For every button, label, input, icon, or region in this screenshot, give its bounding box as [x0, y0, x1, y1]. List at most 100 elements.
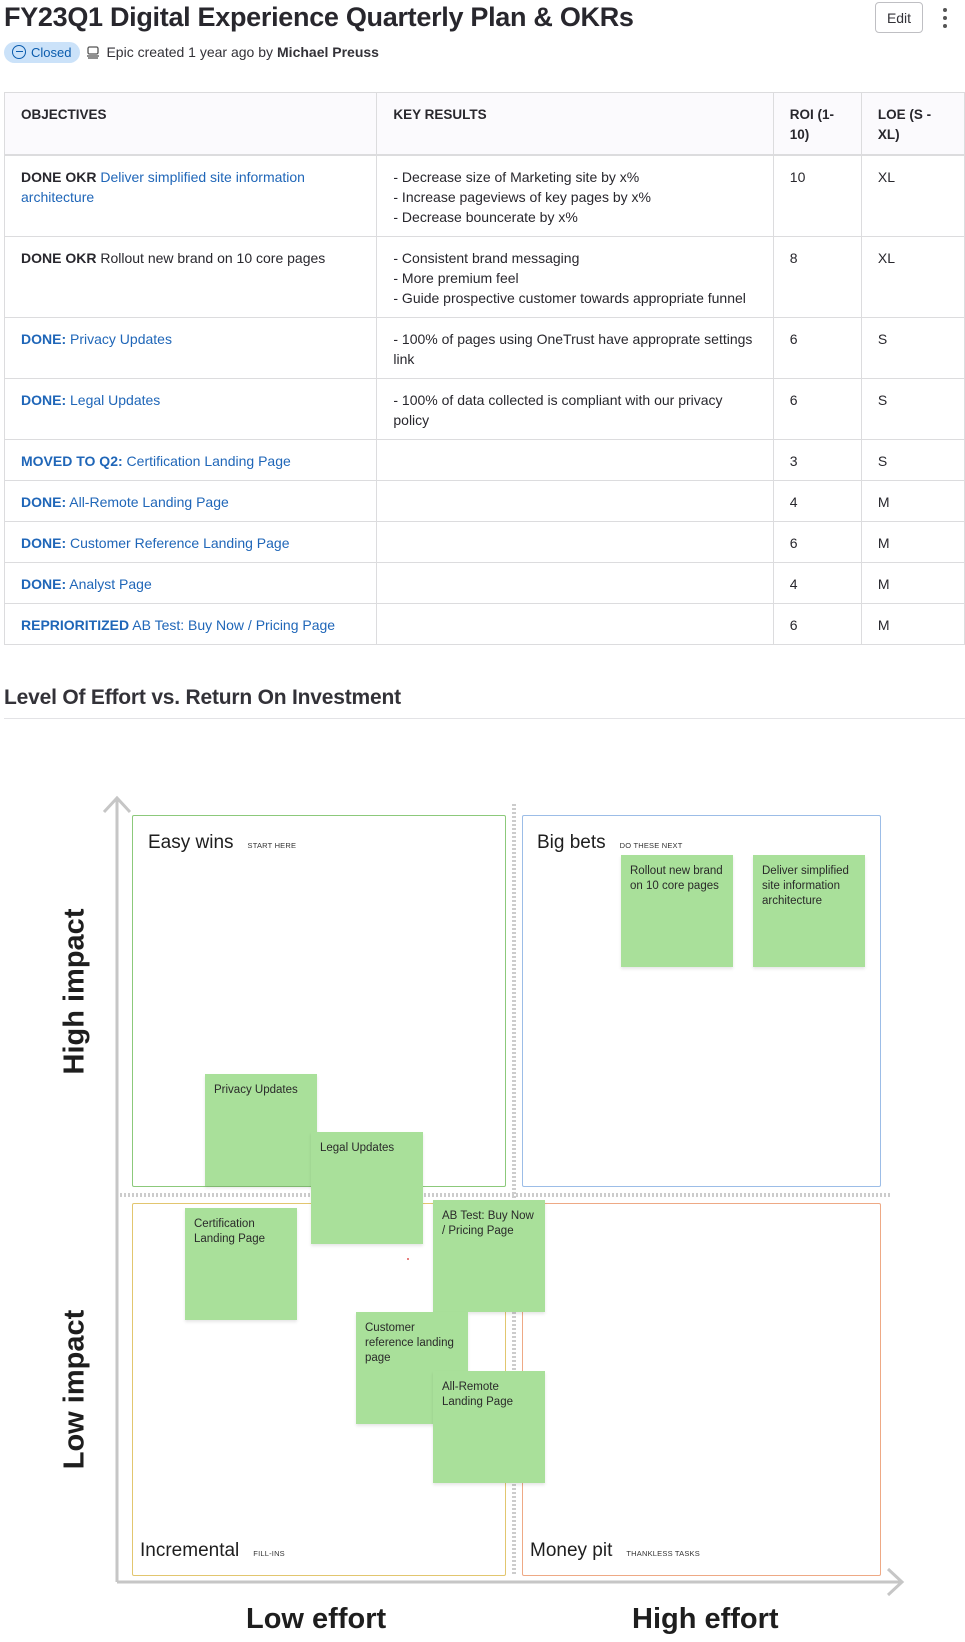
key-results-cell: - Consistent brand messaging - More prem… [376, 236, 774, 318]
x-axis-label-low: Low effort [246, 1603, 387, 1635]
objective-link[interactable]: AB Test: Buy Now / Pricing Page [132, 617, 336, 633]
loe-cell: XL [860, 154, 965, 237]
loe-cell: M [860, 562, 965, 604]
key-results-cell: - 100% of data collected is compliant wi… [376, 378, 774, 440]
column-header-key-results: KEY RESULTS [376, 92, 774, 156]
status-prefix[interactable]: REPRIORITIZED [21, 617, 130, 633]
quadrant-tag: THANKLESS TASKS [626, 1549, 700, 1558]
objective-cell: DONE OKR Deliver simplified site informa… [3, 154, 378, 237]
page-title: FY23Q1 Digital Experience Quarterly Plan… [4, 2, 634, 32]
status-label: Closed [31, 44, 72, 60]
sticky-simplified-ia[interactable]: Deliver simplified site information arch… [753, 855, 865, 967]
quadrant-tag: DO THESE NEXT [619, 841, 683, 850]
status-prefix[interactable]: MOVED TO Q2: [21, 453, 123, 469]
table-row: DONE: Legal Updates - 100% of data colle… [3, 378, 965, 440]
objective-cell: DONE OKR Rollout new brand on 10 core pa… [3, 236, 378, 318]
status-prefix[interactable]: DONE: [21, 331, 67, 347]
quadrant-name: Incremental [140, 1540, 240, 1561]
key-results-cell: - 100% of pages using OneTrust have appr… [376, 317, 774, 379]
quadrant-name: Money pit [530, 1540, 613, 1561]
loe-cell: S [860, 439, 965, 481]
table-row: REPRIORITIZED AB Test: Buy Now / Pricing… [3, 603, 965, 645]
roi-cell: 6 [772, 603, 862, 645]
quadrant-label-incremental: Incremental FILL-INS [140, 1540, 285, 1562]
key-result: - Increase pageviews of key pages by x% [393, 189, 651, 205]
author-link[interactable]: Michael Preuss [277, 44, 379, 60]
effort-impact-matrix: Easy wins START HERE Big bets DO THESE N… [0, 770, 965, 1642]
quadrant-big-bets [522, 815, 881, 1187]
sticky-rollout-brand[interactable]: Rollout new brand on 10 core pages [621, 855, 733, 967]
objective-cell: DONE: Legal Updates [3, 378, 378, 440]
epic-icon [87, 46, 100, 59]
quadrant-money-pit [522, 1203, 881, 1576]
more-actions-kebab-icon[interactable] [938, 6, 952, 30]
objective-cell: REPRIORITIZED AB Test: Buy Now / Pricing… [3, 603, 378, 645]
roi-cell: 10 [772, 154, 862, 237]
table-header-row: OBJECTIVES KEY RESULTS ROI (1-10) LOE (S… [3, 92, 965, 156]
objective-link[interactable]: Deliver simplified site information arch… [21, 169, 305, 205]
table-row: DONE: All-Remote Landing Page 4 M [3, 480, 965, 522]
column-header-objectives: OBJECTIVES [3, 92, 378, 156]
quadrant-label-money: Money pit THANKLESS TASKS [530, 1540, 700, 1562]
objective-link[interactable]: Legal Updates [70, 392, 161, 408]
objective-cell: DONE: Analyst Page [3, 562, 378, 604]
objective-cell: DONE: All-Remote Landing Page [3, 480, 378, 522]
table-row: DONE: Customer Reference Landing Page 6 … [3, 521, 965, 563]
loe-cell: S [860, 317, 965, 379]
objective-cell: DONE: Customer Reference Landing Page [3, 521, 378, 563]
section-heading: Level Of Effort vs. Return On Investment [4, 686, 401, 709]
key-result: - Decrease size of Marketing site by x% [393, 169, 640, 185]
roi-cell: 4 [772, 562, 862, 604]
y-axis-label-low: Low impact [58, 1309, 91, 1470]
roi-cell: 6 [772, 378, 862, 440]
edit-button[interactable]: Edit [875, 2, 923, 33]
key-results-cell [376, 562, 774, 604]
roi-cell: 3 [772, 439, 862, 481]
roi-cell: 6 [772, 317, 862, 379]
objective-link[interactable]: Customer Reference Landing Page [70, 535, 290, 551]
key-result: - 100% of pages using OneTrust have appr… [393, 331, 757, 367]
status-prefix[interactable]: DONE: [21, 494, 67, 510]
status-badge: Closed [4, 41, 81, 63]
quadrant-tag: FILL-INS [253, 1549, 285, 1558]
quadrant-name: Big bets [537, 832, 606, 853]
sticky-legal-updates[interactable]: Legal Updates [311, 1132, 423, 1244]
sticky-privacy-updates[interactable]: Privacy Updates [205, 1074, 317, 1186]
y-axis-label-high: High impact [58, 908, 91, 1075]
loe-cell: M [860, 603, 965, 645]
loe-cell: M [860, 521, 965, 563]
loe-cell: M [860, 480, 965, 522]
loe-cell: S [860, 378, 965, 440]
table-row: DONE: Analyst Page 4 M [3, 562, 965, 604]
table-row: DONE OKR Rollout new brand on 10 core pa… [3, 236, 965, 318]
key-results-cell [376, 603, 774, 645]
status-prefix: DONE OKR [21, 169, 97, 185]
objective-cell: MOVED TO Q2: Certification Landing Page [3, 439, 378, 481]
sticky-ab-test[interactable]: AB Test: Buy Now / Pricing Page [433, 1200, 545, 1312]
status-prefix[interactable]: DONE: [21, 392, 67, 408]
objective-link[interactable]: All-Remote Landing Page [69, 494, 229, 510]
epic-meta: Closed Epic created 1 year ago by Michae… [4, 40, 379, 64]
key-result: - Guide prospective customer towards app… [393, 290, 746, 306]
objective-link[interactable]: Certification Landing Page [126, 453, 291, 469]
objective-link[interactable]: Privacy Updates [70, 331, 172, 347]
matrix-axes [102, 795, 905, 1597]
objective-link[interactable]: Analyst Page [69, 576, 152, 592]
key-result: - Decrease bouncerate by x% [393, 209, 578, 225]
roi-cell: 4 [772, 480, 862, 522]
roi-cell: 8 [772, 236, 862, 318]
status-prefix[interactable]: DONE: [21, 576, 67, 592]
table-row: DONE OKR Deliver simplified site informa… [3, 154, 965, 237]
sticky-certification[interactable]: Certification Landing Page [185, 1208, 297, 1320]
key-results-cell [376, 439, 774, 481]
table-row: MOVED TO Q2: Certification Landing Page … [3, 439, 965, 481]
key-results-cell: - Decrease size of Marketing site by x% … [376, 154, 774, 237]
sticky-all-remote[interactable]: All-Remote Landing Page [433, 1371, 545, 1483]
closed-status-icon [12, 45, 26, 59]
x-axis-arrow [886, 1567, 905, 1597]
epic-created-text: Epic created 1 year ago by [106, 44, 274, 60]
okr-table: OBJECTIVES KEY RESULTS ROI (1-10) LOE (S… [3, 92, 965, 645]
status-prefix[interactable]: DONE: [21, 535, 67, 551]
column-header-loe: LOE (S - XL) [860, 92, 965, 156]
key-result: - More premium feel [393, 270, 519, 286]
